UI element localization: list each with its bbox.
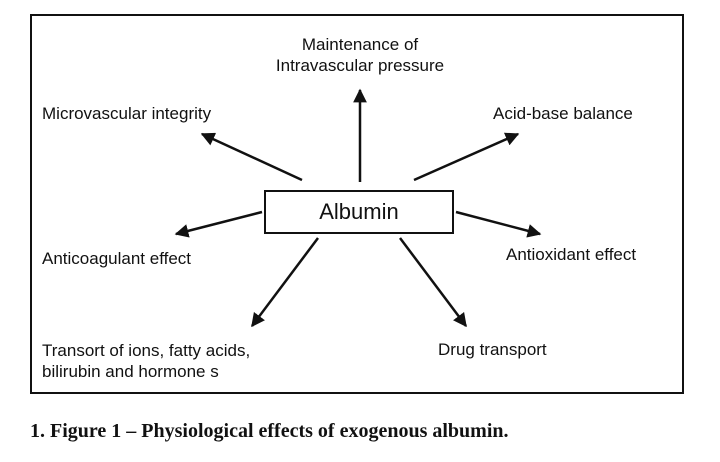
effect-transport: Transort of ions, fatty acids, bilirubin… bbox=[42, 341, 251, 381]
effect-drug-transport: Drug transport bbox=[438, 340, 547, 359]
arrow-antioxidant bbox=[455, 210, 542, 238]
effect-anticoagulant: Anticoagulant effect bbox=[42, 249, 192, 268]
effect-antioxidant: Antioxidant effect bbox=[506, 245, 637, 264]
effect-microvascular: Microvascular integrity bbox=[42, 104, 212, 123]
figure-caption: 1. Figure 1 – Physiological effects of e… bbox=[30, 420, 509, 442]
albumin-label: Albumin bbox=[319, 199, 399, 224]
arrow-acid-base bbox=[413, 132, 520, 182]
arrow-transport bbox=[251, 237, 319, 328]
effect-acid-base: Acid-base balance bbox=[493, 104, 633, 123]
effect-maintenance: Maintenance of Intravascular pressure bbox=[275, 35, 445, 75]
albumin-node: Albumin bbox=[264, 190, 454, 234]
arrow-anticoagulant bbox=[174, 210, 263, 238]
arrow-microvascular bbox=[200, 132, 303, 182]
arrow-drug-transport bbox=[399, 237, 467, 328]
